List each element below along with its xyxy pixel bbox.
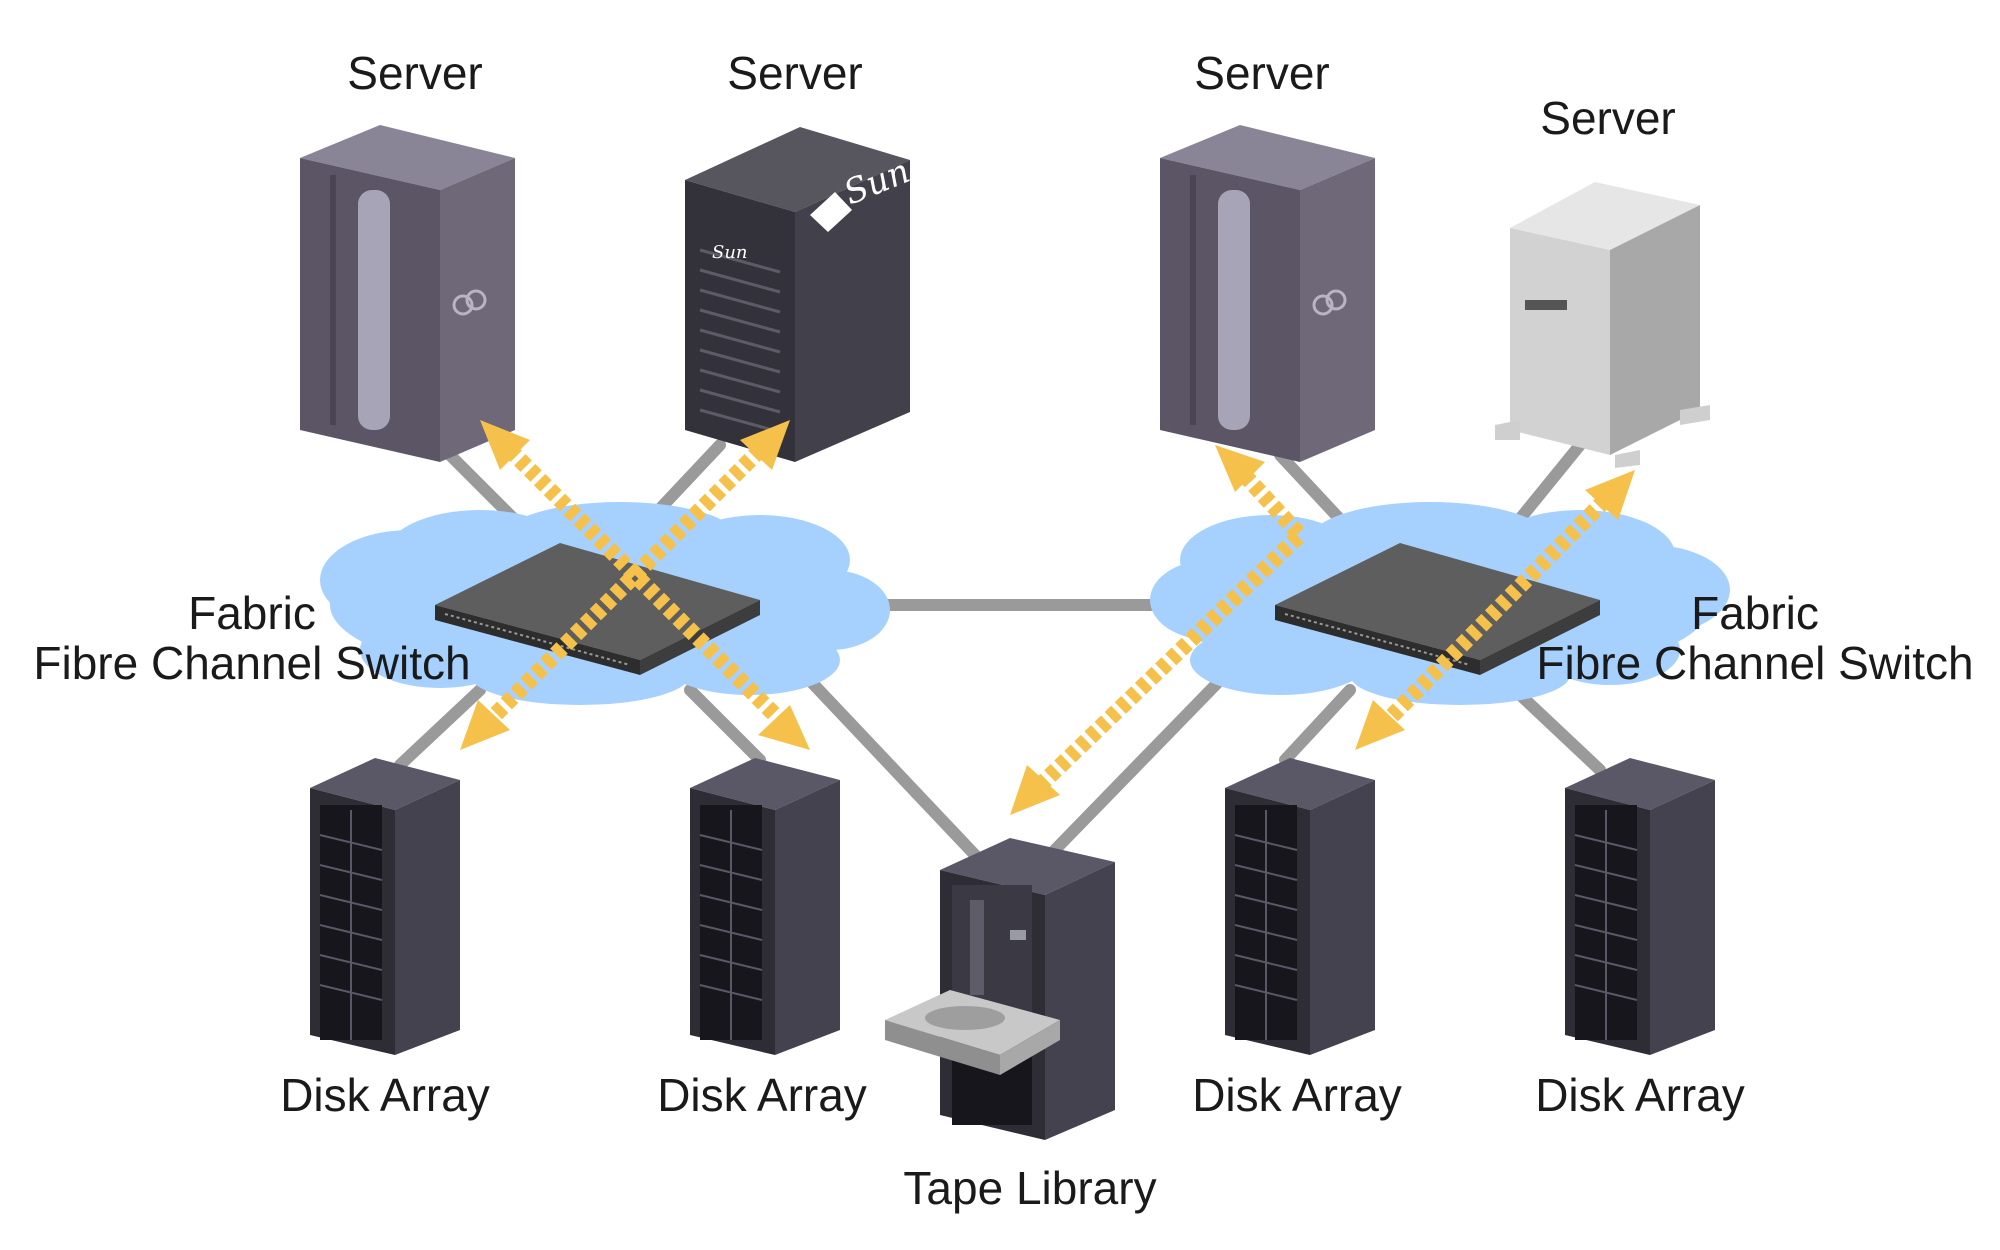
fabric-right-label-line1: Fabric — [1691, 587, 1819, 639]
arrowhead-server3 — [1215, 445, 1265, 492]
arrowhead-server4 — [1585, 470, 1635, 520]
server-2-rack: Sun Sun — [685, 127, 916, 462]
cable-switch-right-tape — [1044, 664, 1236, 861]
disk-array-3 — [1225, 758, 1375, 1055]
disk-array-4-label: Disk Array — [1535, 1069, 1745, 1121]
flow-arrow-server3-tape — [1024, 459, 1312, 801]
arrowhead-tape — [1010, 765, 1060, 815]
flow-arrow-server1-disk2 — [494, 434, 796, 736]
sun-small-logo-text: Sun — [712, 242, 748, 263]
disk-array-3-label: Disk Array — [1192, 1069, 1402, 1121]
cables — [394, 439, 1606, 861]
server-2-label: Server — [727, 47, 863, 99]
fabric-left-label-line2: Fibre Channel Switch — [33, 637, 471, 689]
tape-library-label: Tape Library — [903, 1162, 1157, 1214]
cable-switch-left-disk1 — [394, 684, 486, 771]
fibre-channel-switch-right — [1275, 543, 1600, 675]
cable-switch-right-disk3 — [1279, 684, 1356, 766]
server-4-label: Server — [1540, 92, 1676, 144]
disk-array-1-label: Disk Array — [280, 1069, 490, 1121]
cable-server4-switch-right — [1509, 439, 1586, 531]
server-3-label: Server — [1194, 47, 1330, 99]
arrowhead-server2 — [740, 420, 790, 470]
arrowhead-server1 — [480, 420, 530, 470]
disk-array-1 — [310, 758, 460, 1055]
cable-switch-left-tape — [794, 664, 981, 861]
cable-switch-right-disk4 — [1509, 684, 1606, 776]
fabric-right-label-line2: Fibre Channel Switch — [1536, 637, 1974, 689]
data-flow-arrows — [474, 434, 1621, 801]
arrowheads — [460, 420, 1635, 815]
fabric-left-label-line1: Fabric — [188, 587, 316, 639]
server-3-rack — [1160, 125, 1375, 462]
arrowhead-disk1 — [460, 700, 510, 750]
disk-array-2 — [690, 758, 840, 1055]
cable-switch-left-disk2 — [684, 684, 766, 766]
flow-arrow-server2-disk1 — [474, 434, 776, 736]
tape-library — [885, 838, 1115, 1140]
server-1-label: Server — [347, 47, 483, 99]
server-4-tower — [1495, 182, 1710, 468]
server-1-rack — [300, 125, 515, 462]
arrowhead-disk2 — [758, 705, 810, 750]
disk-array-4 — [1565, 758, 1715, 1055]
disk-array-2-label: Disk Array — [657, 1069, 867, 1121]
arrowhead-disk3 — [1355, 700, 1405, 750]
